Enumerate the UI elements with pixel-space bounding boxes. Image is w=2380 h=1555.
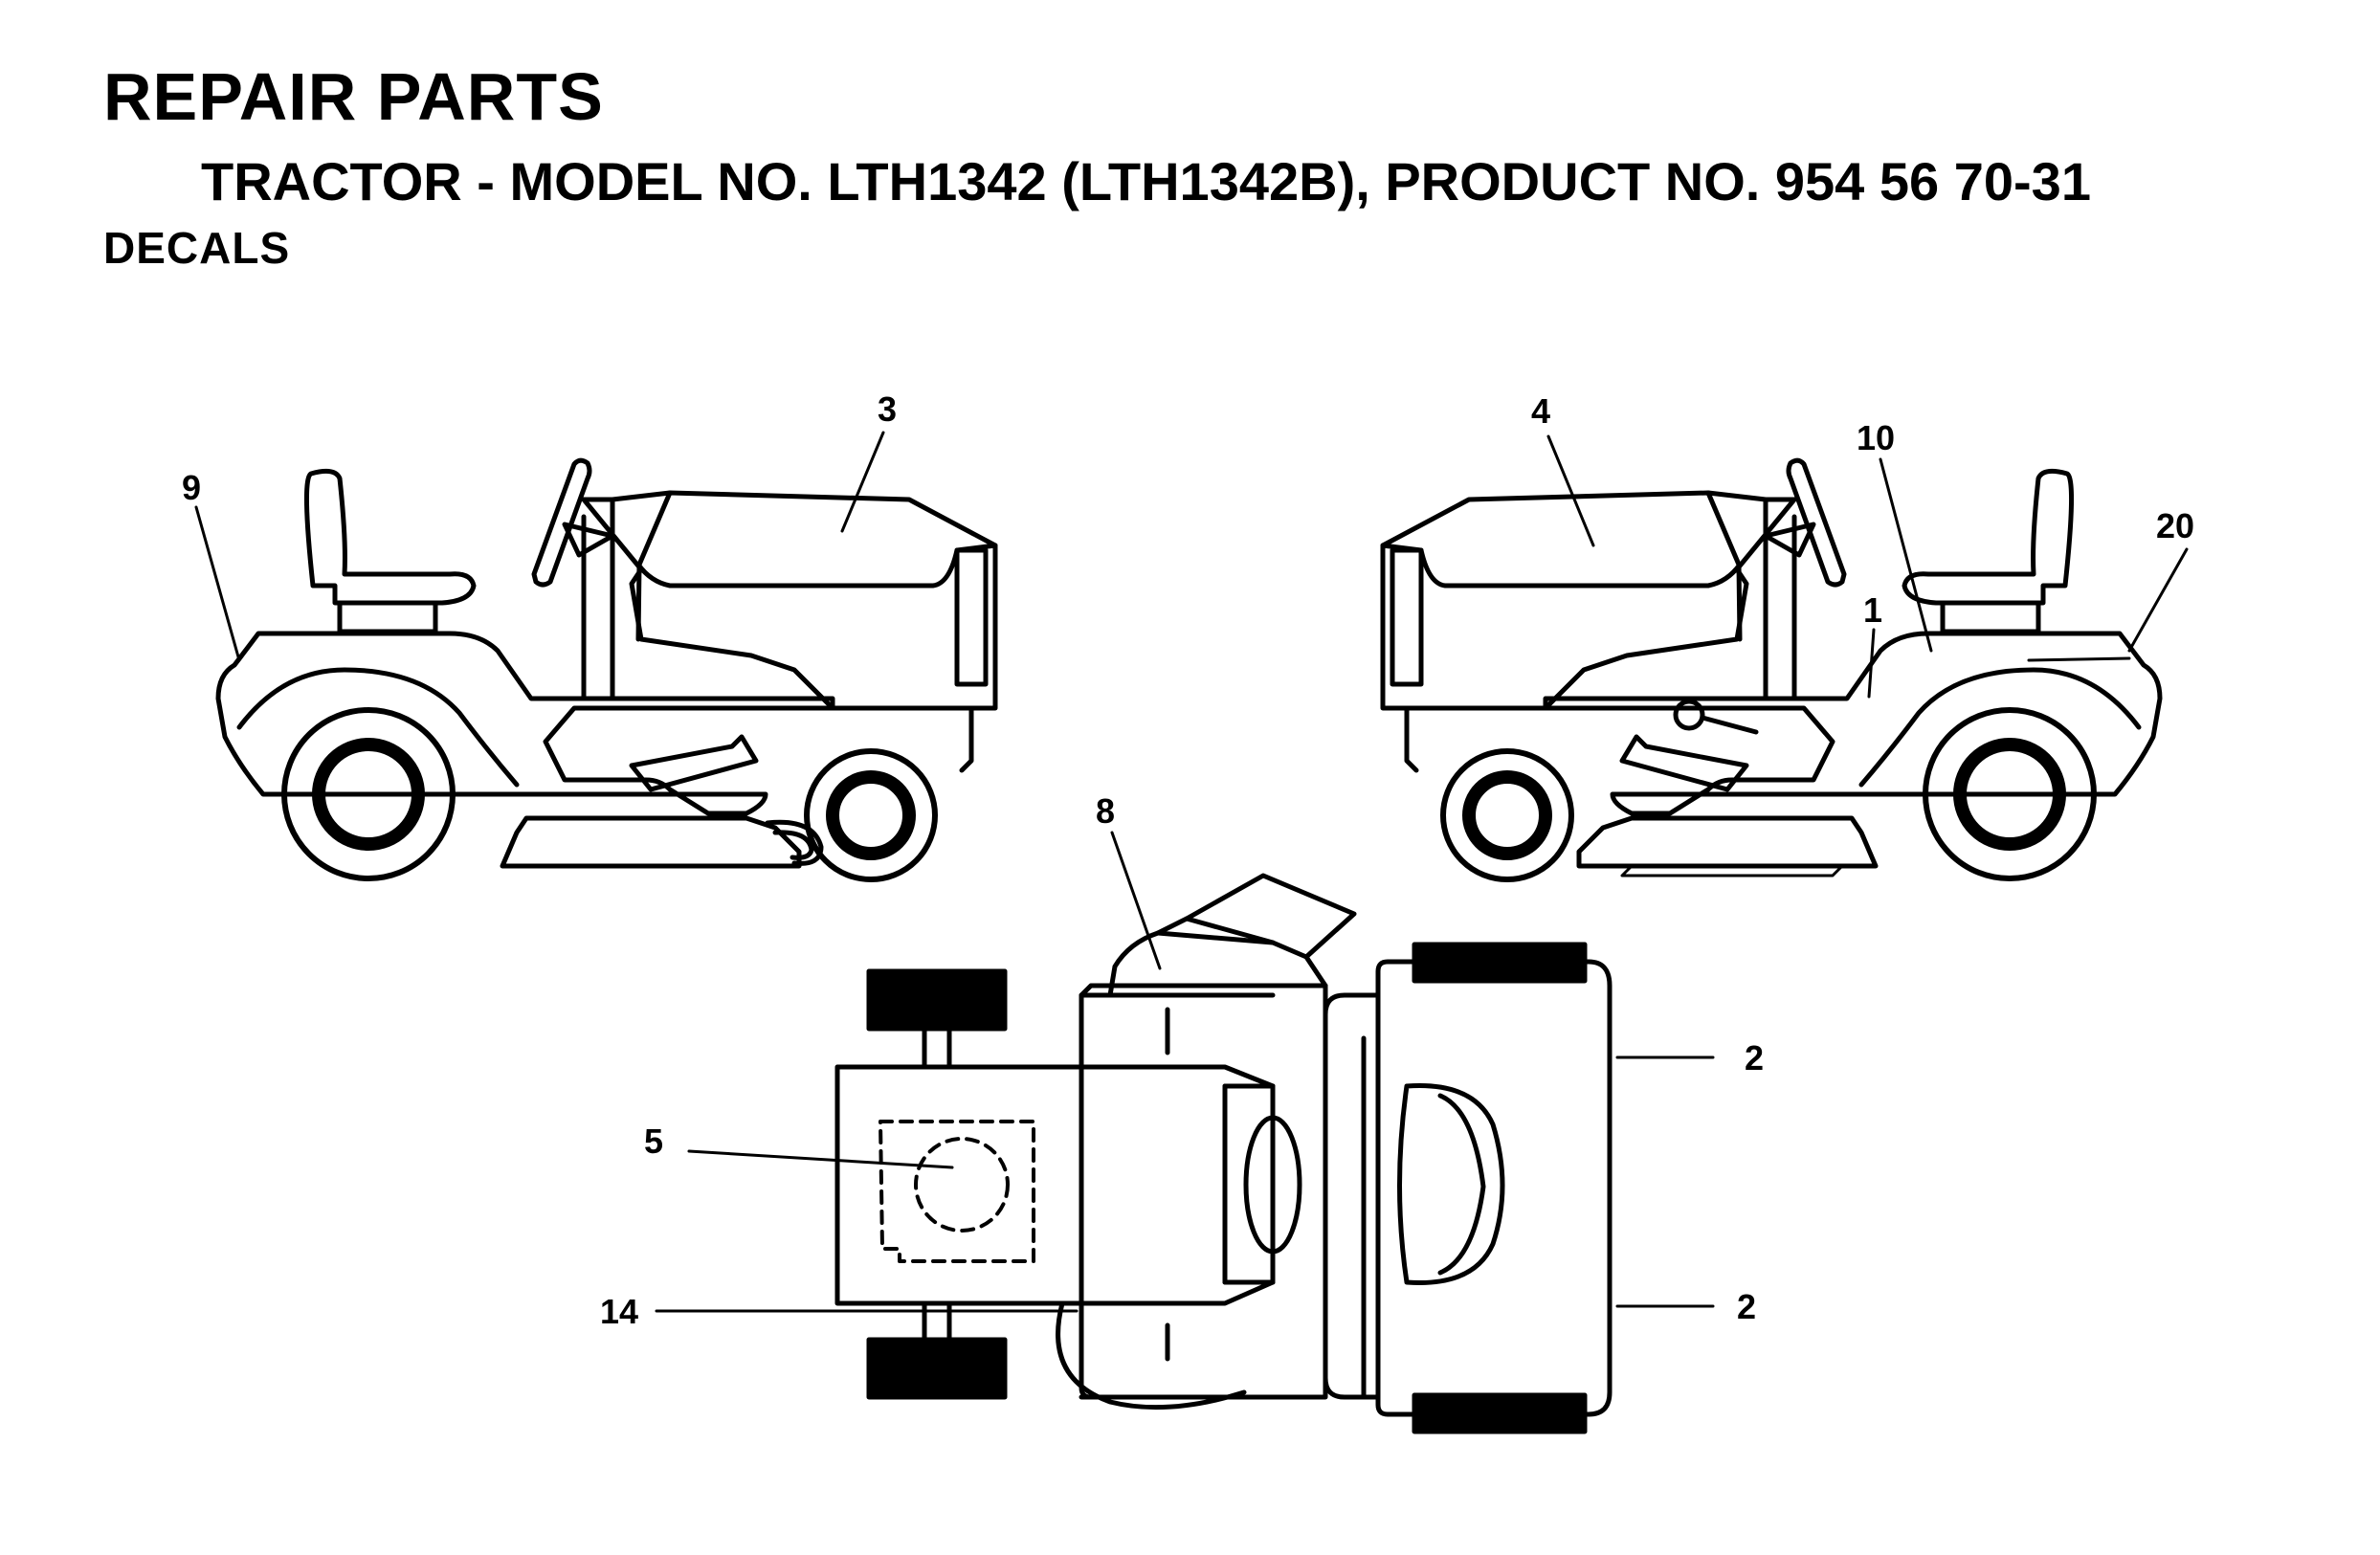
callout-2-bottom: 2: [1737, 1287, 1756, 1326]
tractor-left-view: [215, 457, 998, 882]
callout-14: 14: [600, 1292, 638, 1331]
model-subtitle: TRACTOR - MODEL NO. LTH1342 (LTH1342B), …: [201, 151, 2091, 211]
callout-leaders: [194, 431, 2189, 1313]
callout-4: 4: [1531, 391, 1550, 431]
callout-9: 9: [182, 468, 201, 507]
section-heading: DECALS: [103, 223, 291, 273]
tractor-right-view: [1380, 457, 2163, 882]
callout-10: 10: [1857, 418, 1895, 457]
callout-5: 5: [644, 1122, 663, 1161]
callout-1: 1: [1863, 590, 1882, 630]
tractor-top-view: [834, 873, 1613, 1434]
callout-8: 8: [1096, 791, 1115, 831]
page-title: REPAIR PARTS: [103, 59, 604, 134]
callout-3: 3: [878, 389, 897, 429]
callout-2-top: 2: [1745, 1038, 1764, 1077]
callout-20: 20: [2156, 506, 2194, 545]
